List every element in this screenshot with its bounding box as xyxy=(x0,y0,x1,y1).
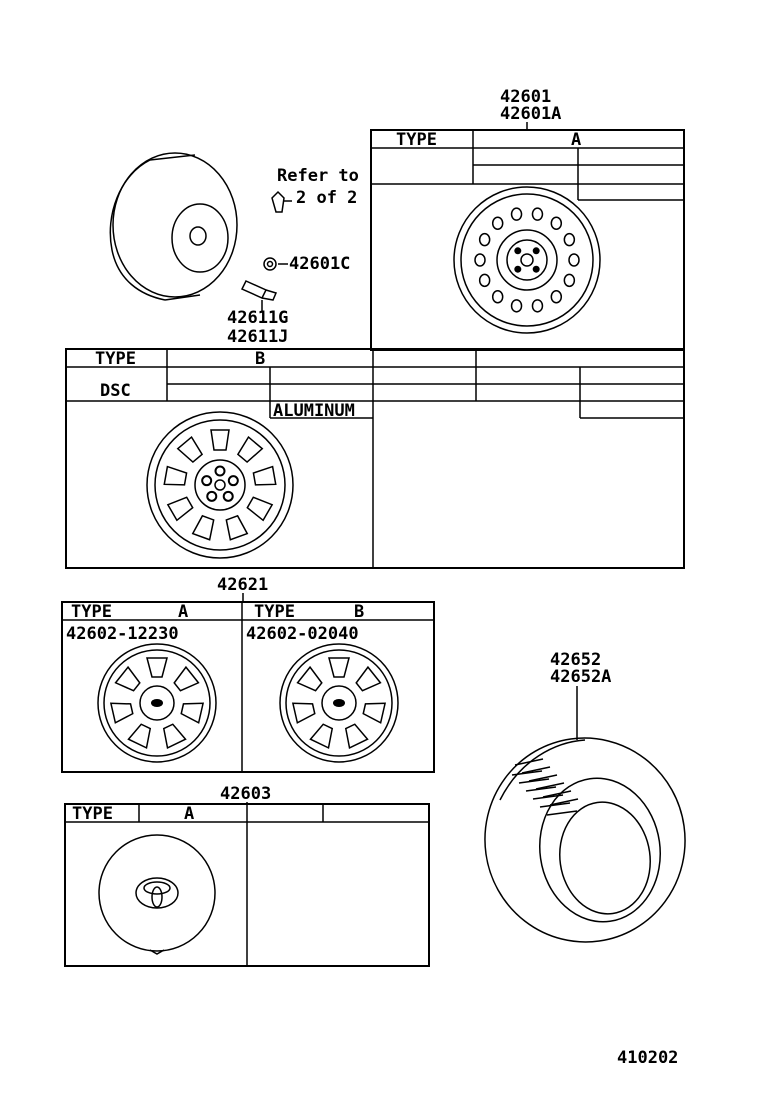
wheel-part-label-2: 42601A xyxy=(500,104,561,124)
ornament-type-b-value: B xyxy=(354,602,364,622)
steel-wheel-illustration xyxy=(453,186,601,334)
center-cap-illustration xyxy=(98,834,216,955)
type-a-header-label: TYPE xyxy=(396,130,437,150)
ornament-part-label: 42621 xyxy=(217,575,268,595)
wheel-part-label-1: 42601 xyxy=(500,87,551,107)
tire-part-label-2: 42652A xyxy=(550,667,611,687)
ornament-type-b-label: TYPE xyxy=(254,602,295,622)
ornament-type-a-value: A xyxy=(178,602,188,622)
type-b-header-value: B xyxy=(255,349,265,369)
aluminum-label: ALUMINUM xyxy=(273,401,355,421)
type-a-header-value: A xyxy=(571,130,581,150)
wheel-cover-a-illustration xyxy=(97,643,217,763)
refer-label-line2: 2 of 2 xyxy=(296,188,357,208)
type-b-header-label: TYPE xyxy=(95,349,136,369)
valve-part-label-1: 42611G xyxy=(227,308,288,328)
wheel-assembly-illustration xyxy=(109,152,238,301)
cap-type-label: TYPE xyxy=(72,804,113,824)
dsc-label: DSC xyxy=(100,381,131,401)
ornament-part-b: 42602-02040 xyxy=(246,624,359,644)
cap-part-label: 42603 xyxy=(220,784,271,804)
refer-label-line1: Refer to xyxy=(277,166,359,186)
ornament-table: TYPE A TYPE B 42602-12230 42602-02040 xyxy=(61,601,435,773)
tire-illustration xyxy=(484,737,686,943)
type-b-wheel-table: TYPE B DSC ALUMINUM xyxy=(65,348,685,569)
lug-bolt-icon xyxy=(271,190,292,213)
cap-table: TYPE A xyxy=(64,803,430,967)
valve-stem-icon xyxy=(240,280,278,312)
wheel-cover-b-illustration xyxy=(279,643,399,763)
alloy-wheel-illustration xyxy=(146,411,294,559)
cap-type-value: A xyxy=(184,804,194,824)
ornament-part-a: 42602-12230 xyxy=(66,624,179,644)
ornament-type-a-label: TYPE xyxy=(71,602,112,622)
diagram-number: 410202 xyxy=(617,1048,678,1068)
tire-part-label-1: 42652 xyxy=(550,650,601,670)
hub-nut-icon xyxy=(263,257,288,271)
nut-part-label: 42601C xyxy=(289,254,350,274)
valve-part-label-2: 42611J xyxy=(227,327,288,347)
